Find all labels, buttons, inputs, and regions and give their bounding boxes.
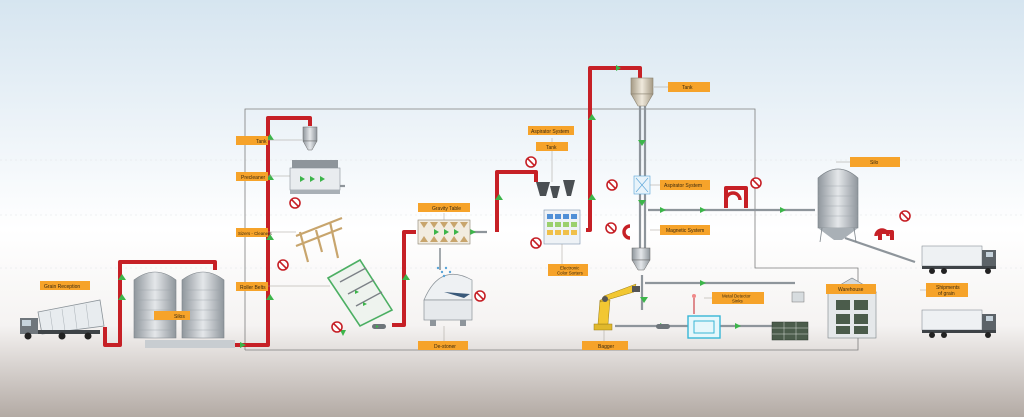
svg-text:Metal Detector: Metal Detector bbox=[722, 294, 751, 299]
label-tank-left: Tank bbox=[236, 136, 268, 145]
robot-arm-icon bbox=[593, 283, 640, 331]
silos-left bbox=[133, 271, 235, 348]
tank-icon-top-right bbox=[630, 77, 654, 107]
guide-lines bbox=[0, 159, 1024, 269]
svg-text:De-stoner: De-stoner bbox=[434, 344, 456, 350]
aspirator-hoppers bbox=[536, 180, 575, 198]
label-magnetic-system: Magnetic System bbox=[660, 225, 710, 235]
svg-text:Magnetic System: Magnetic System bbox=[666, 228, 704, 234]
svg-text:Tank: Tank bbox=[682, 85, 693, 91]
svg-text:Silo: Silo bbox=[870, 160, 879, 166]
tank-icon-mid-right bbox=[631, 247, 651, 271]
label-metal-detector: Metal Detector Sinks bbox=[712, 292, 764, 304]
plant-outline bbox=[244, 108, 859, 351]
label-precleaner: Precleaner bbox=[236, 172, 268, 181]
label-de-stoner: De-stoner bbox=[418, 341, 468, 350]
metal-detector-machine bbox=[687, 294, 721, 339]
label-sizers-cleaners: Sizers - Cleaners bbox=[236, 228, 272, 237]
svg-text:Shipments: Shipments bbox=[936, 285, 960, 291]
svg-text:Warehouse: Warehouse bbox=[838, 287, 864, 293]
label-bagger: Bagger bbox=[582, 341, 628, 350]
svg-text:Gravity Table: Gravity Table bbox=[432, 206, 461, 212]
label-silos-left: Silos bbox=[154, 311, 190, 320]
magnet-icon bbox=[622, 191, 890, 240]
label-gravity-table: Gravity Table bbox=[418, 203, 470, 212]
label-grain-reception: Grain Reception bbox=[40, 281, 90, 290]
svg-text:Color Sorters: Color Sorters bbox=[557, 271, 584, 276]
svg-text:Grain Reception: Grain Reception bbox=[44, 284, 80, 290]
truck-icon-lower bbox=[921, 309, 996, 338]
precleaner-machine bbox=[289, 160, 341, 194]
roller-belt-small bbox=[372, 324, 386, 329]
truck-icon-upper bbox=[921, 245, 996, 274]
label-aspirator-system-right: Aspirator System bbox=[660, 180, 710, 190]
crate-stack bbox=[656, 291, 809, 341]
label-tags: Grain Reception Silos Tank Precleaner Si… bbox=[40, 82, 968, 350]
reception-truck bbox=[20, 299, 105, 340]
de-stoner-machine bbox=[423, 248, 473, 326]
gravity-table-machine bbox=[417, 219, 471, 245]
svg-text:Roller Belts: Roller Belts bbox=[240, 285, 266, 291]
label-electronic-color-sorters: Electronic Color Sorters bbox=[548, 264, 588, 276]
svg-text:Bagger: Bagger bbox=[598, 344, 614, 350]
sizers-machine bbox=[295, 216, 343, 263]
svg-text:Tank: Tank bbox=[546, 145, 557, 151]
label-warehouse: Warehouse bbox=[826, 284, 876, 294]
svg-text:Sizers - Cleaners: Sizers - Cleaners bbox=[238, 231, 272, 236]
label-aspirator-system-top: Aspirator System bbox=[528, 126, 574, 135]
label-roller-belts: Roller Belts bbox=[236, 282, 268, 291]
color-sorters-machine bbox=[543, 209, 581, 245]
svg-text:Sinks: Sinks bbox=[732, 299, 744, 304]
svg-text:Aspirator System: Aspirator System bbox=[531, 129, 569, 135]
svg-text:Electronic: Electronic bbox=[560, 266, 580, 271]
label-shipments: Shipments of grain bbox=[926, 283, 968, 297]
svg-text:Silos: Silos bbox=[174, 314, 185, 320]
silo-icon-right bbox=[817, 168, 859, 243]
tank-icon bbox=[302, 126, 318, 151]
roller-belt-machine bbox=[326, 258, 394, 328]
svg-text:of grain: of grain bbox=[938, 291, 955, 297]
svg-text:Precleaner: Precleaner bbox=[241, 175, 266, 181]
svg-text:Tank: Tank bbox=[256, 139, 267, 145]
label-tank-top-right: Tank bbox=[668, 82, 710, 92]
label-tank-mid: Tank bbox=[536, 142, 568, 151]
label-silo-right: Silo bbox=[850, 157, 900, 167]
svg-text:Aspirator System: Aspirator System bbox=[664, 183, 702, 189]
aspirator-right bbox=[633, 175, 651, 195]
